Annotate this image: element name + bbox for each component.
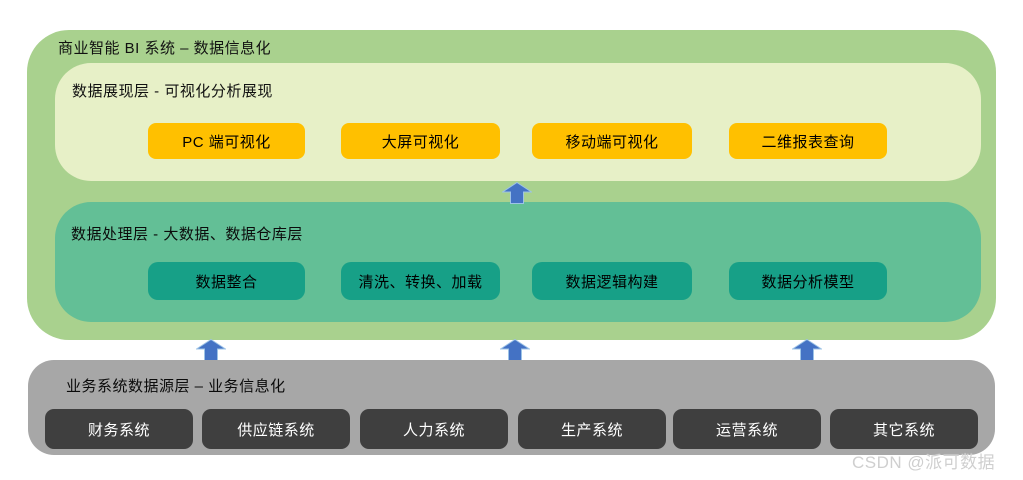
presentation-layer-title: 数据展现层 - 可视化分析展现 <box>72 83 273 100</box>
presentation-item-mobile-visualization: 移动端可视化 <box>532 123 692 159</box>
up-arrow-icon <box>196 339 226 361</box>
up-arrow-icon <box>792 339 822 361</box>
source-layer: 业务系统数据源层 – 业务信息化 财务系统 供应链系统 人力系统 生产系统 运营… <box>28 360 995 455</box>
source-item-hr-system: 人力系统 <box>360 409 508 449</box>
source-item-operation-system: 运营系统 <box>673 409 821 449</box>
up-arrow-icon <box>500 339 530 361</box>
presentation-item-pc-visualization: PC 端可视化 <box>148 123 305 159</box>
source-layer-title: 业务系统数据源层 – 业务信息化 <box>66 378 286 395</box>
source-item-finance-system: 财务系统 <box>45 409 193 449</box>
bi-system-title: 商业智能 BI 系统 – 数据信息化 <box>58 40 272 57</box>
processing-item-analysis-model: 数据分析模型 <box>729 262 887 300</box>
source-item-other-system: 其它系统 <box>830 409 978 449</box>
processing-item-data-logic: 数据逻辑构建 <box>532 262 692 300</box>
processing-layer-title: 数据处理层 - 大数据、数据仓库层 <box>71 226 303 243</box>
source-item-production-system: 生产系统 <box>518 409 666 449</box>
presentation-layer: 数据展现层 - 可视化分析展现 PC 端可视化 大屏可视化 移动端可视化 二维报… <box>55 63 981 181</box>
presentation-item-big-screen-visualization: 大屏可视化 <box>341 123 500 159</box>
processing-item-data-integration: 数据整合 <box>148 262 305 300</box>
processing-layer: 数据处理层 - 大数据、数据仓库层 数据整合 清洗、转换、加载 数据逻辑构建 数… <box>55 202 981 322</box>
up-arrow-icon <box>502 182 532 204</box>
bi-system-container: 商业智能 BI 系统 – 数据信息化 数据展现层 - 可视化分析展现 PC 端可… <box>27 30 996 340</box>
watermark: CSDN @派可数据 <box>852 453 996 472</box>
processing-item-etl: 清洗、转换、加载 <box>341 262 500 300</box>
source-item-supply-chain-system: 供应链系统 <box>202 409 350 449</box>
presentation-item-report-query: 二维报表查询 <box>729 123 887 159</box>
